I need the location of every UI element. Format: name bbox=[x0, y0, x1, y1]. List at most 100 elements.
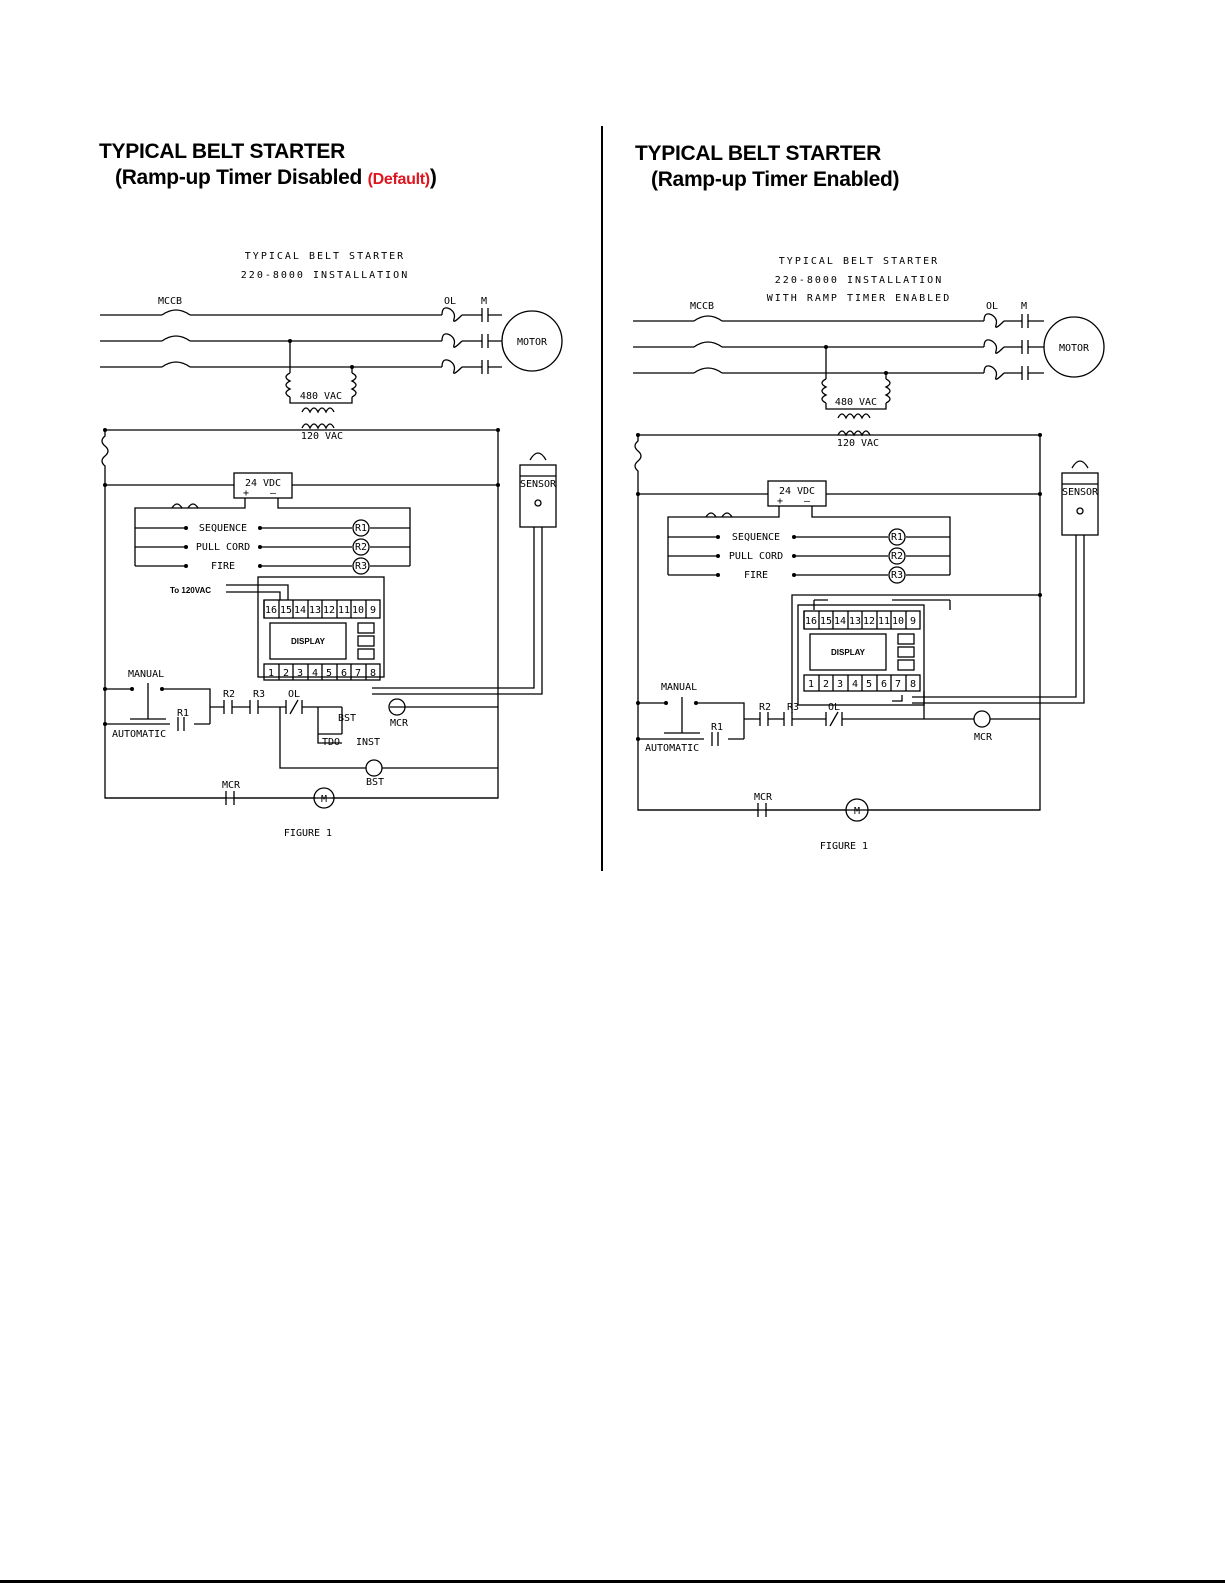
left-mcr-contact: MCR bbox=[222, 780, 241, 791]
right-24vdc-supply bbox=[767, 480, 827, 507]
left-r3-contact: R3 bbox=[253, 689, 265, 700]
left-terminals-bottom: 1 2 3 4 5 6 7 8 bbox=[268, 664, 376, 680]
right-r1-coil: R1 bbox=[891, 532, 903, 543]
svg-text:13: 13 bbox=[309, 605, 321, 616]
left-120vac-label: 120 VAC bbox=[301, 431, 343, 442]
svg-text:7: 7 bbox=[355, 668, 361, 679]
right-fire-label: FIRE bbox=[744, 570, 768, 581]
right-diagram-title-1: TYPICAL BELT STARTER bbox=[779, 256, 939, 267]
svg-text:3: 3 bbox=[837, 679, 843, 690]
left-pullcord-label: PULL CORD bbox=[196, 542, 250, 553]
right-schematic: TYPICAL BELT STARTER 220-8000 INSTALLATI… bbox=[633, 256, 1105, 852]
left-diagram-title-2: 220-8000 INSTALLATION bbox=[241, 270, 409, 281]
left-heading-sub: (Ramp-up Timer Disabled (Default)) bbox=[115, 166, 437, 189]
right-r3-coil: R3 bbox=[891, 570, 903, 581]
left-r1-coil: R1 bbox=[355, 523, 367, 534]
svg-text:16: 16 bbox=[805, 616, 817, 627]
transformer bbox=[285, 339, 357, 414]
right-manual-label: MANUAL bbox=[661, 682, 697, 693]
default-badge: (Default) bbox=[367, 171, 430, 188]
left-terminals-top: 16 15 14 13 12 11 10 9 bbox=[263, 600, 376, 618]
left-display-module bbox=[257, 576, 385, 678]
right-terminals-bottom: 1 2 3 4 5 6 7 8 bbox=[808, 675, 916, 691]
left-display-label: DISPLAY bbox=[291, 637, 326, 646]
right-display-label: DISPLAY bbox=[831, 648, 866, 657]
svg-text:—: — bbox=[270, 488, 277, 499]
right-heading-sub: (Ramp-up Timer Enabled) bbox=[651, 168, 900, 191]
right-ol-label: OL bbox=[986, 301, 998, 312]
svg-text:8: 8 bbox=[370, 668, 376, 679]
left-sequence-label: SEQUENCE bbox=[199, 523, 247, 534]
right-480vac-label: 480 VAC bbox=[835, 397, 877, 408]
svg-text:9: 9 bbox=[910, 616, 916, 627]
right-r1-contact: R1 bbox=[711, 722, 723, 733]
left-motor bbox=[501, 310, 563, 372]
right-mccb-label: MCCB bbox=[690, 301, 714, 312]
right-motor-coil: M bbox=[854, 806, 860, 817]
left-m-label: M bbox=[481, 296, 487, 307]
svg-text:3: 3 bbox=[297, 668, 303, 679]
left-ol-label: OL bbox=[444, 296, 456, 307]
right-diagram-title-3: WITH RAMP TIMER ENABLED bbox=[767, 293, 951, 304]
left-sensor bbox=[519, 464, 557, 528]
left-tdo-label: TDO bbox=[322, 737, 340, 748]
right-figure-caption: FIGURE 1 bbox=[820, 841, 868, 852]
left-r2-contact: R2 bbox=[223, 689, 235, 700]
svg-text:11: 11 bbox=[338, 605, 350, 616]
right-mcr-contact: MCR bbox=[754, 792, 773, 803]
panel-divider bbox=[601, 126, 603, 871]
left-motor-coil: M bbox=[321, 794, 327, 805]
power-lines bbox=[100, 307, 502, 374]
right-r2-contact: R2 bbox=[759, 702, 771, 713]
right-terminals-top: 16 15 14 13 12 11 10 9 bbox=[803, 611, 916, 629]
left-to-120vac: To 120VAC bbox=[170, 586, 211, 595]
svg-text:1: 1 bbox=[268, 668, 274, 679]
right-motor-label: MOTOR bbox=[1059, 343, 1090, 354]
svg-text:—: — bbox=[804, 496, 811, 507]
right-sensor bbox=[1061, 472, 1099, 536]
left-heading: TYPICAL BELT STARTER (Ramp-up Timer Disa… bbox=[99, 139, 437, 193]
left-bst-coil: BST bbox=[366, 777, 384, 788]
right-pullcord-label: PULL CORD bbox=[729, 551, 783, 562]
svg-text:+: + bbox=[243, 488, 249, 499]
svg-text:10: 10 bbox=[892, 616, 904, 627]
svg-text:4: 4 bbox=[852, 679, 858, 690]
right-power-lines bbox=[633, 313, 1044, 380]
svg-text:+: + bbox=[777, 496, 783, 507]
svg-text:2: 2 bbox=[823, 679, 829, 690]
svg-text:6: 6 bbox=[881, 679, 887, 690]
left-24vdc-supply bbox=[233, 472, 293, 499]
svg-text:12: 12 bbox=[323, 605, 335, 616]
left-bst-contact: BST bbox=[338, 713, 356, 724]
left-motor-label: MOTOR bbox=[517, 337, 548, 348]
left-r2-coil: R2 bbox=[355, 542, 367, 553]
right-r3-contact: R3 bbox=[787, 702, 799, 713]
left-diagram-title-1: TYPICAL BELT STARTER bbox=[245, 251, 405, 262]
left-mccb-label: MCCB bbox=[158, 296, 182, 307]
svg-text:5: 5 bbox=[326, 668, 332, 679]
right-display-module bbox=[797, 604, 925, 706]
left-automatic-label: AUTOMATIC bbox=[112, 729, 166, 740]
right-120vac-label: 120 VAC bbox=[837, 438, 879, 449]
svg-text:13: 13 bbox=[849, 616, 861, 627]
right-24vdc-label: 24 VDC bbox=[779, 486, 815, 497]
left-480vac-label: 480 VAC bbox=[300, 391, 342, 402]
right-heading: TYPICAL BELT STARTER (Ramp-up Timer Enab… bbox=[635, 141, 900, 193]
svg-text:9: 9 bbox=[370, 605, 376, 616]
right-sensor-label: SENSOR bbox=[1062, 487, 1099, 498]
left-schematic: TYPICAL BELT STARTER 220-8000 INSTALLATI… bbox=[100, 251, 563, 839]
right-r2-coil: R2 bbox=[891, 551, 903, 562]
left-figure-caption: FIGURE 1 bbox=[284, 828, 332, 839]
right-automatic-label: AUTOMATIC bbox=[645, 743, 699, 754]
svg-text:12: 12 bbox=[863, 616, 875, 627]
svg-text:5: 5 bbox=[866, 679, 872, 690]
left-ol-contact: OL bbox=[288, 689, 300, 700]
left-inst-label: INST bbox=[356, 737, 380, 748]
left-r1-contact: R1 bbox=[177, 708, 189, 719]
right-ol-contact: OL bbox=[828, 702, 840, 713]
svg-text:11: 11 bbox=[878, 616, 890, 627]
svg-text:14: 14 bbox=[294, 605, 306, 616]
svg-text:2: 2 bbox=[283, 668, 289, 679]
svg-text:4: 4 bbox=[312, 668, 318, 679]
svg-text:10: 10 bbox=[352, 605, 364, 616]
